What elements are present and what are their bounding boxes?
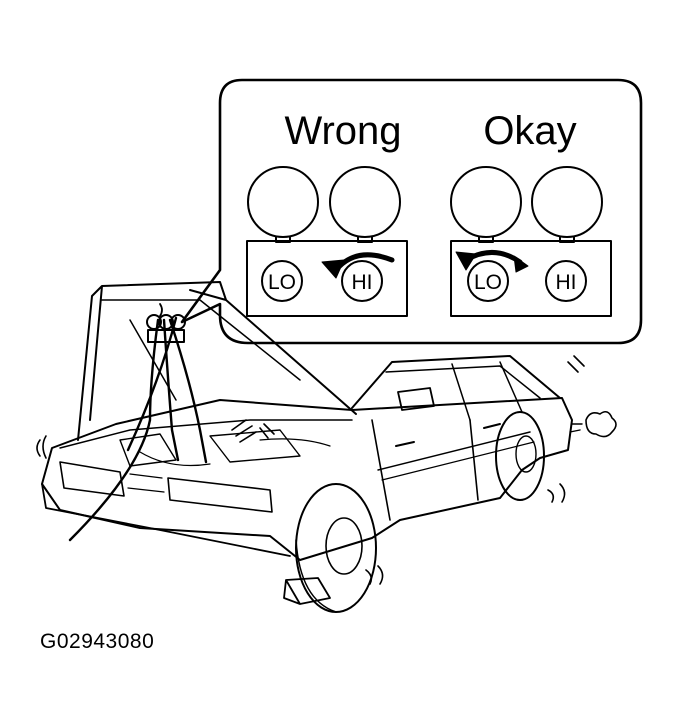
- wheel-chock: [283, 577, 331, 605]
- car-illustration: [36, 281, 617, 613]
- vibration-marks: [36, 355, 585, 585]
- wrong-label: Wrong: [284, 109, 401, 153]
- okay-lo-knob: [467, 260, 509, 302]
- figure-code: G02943080: [40, 630, 154, 653]
- wrong-manifold-panel: [246, 240, 408, 317]
- okay-high-gauge: [531, 166, 603, 238]
- callout-outline: [180, 78, 643, 345]
- wrong-gauge-set: LO HI: [246, 166, 408, 317]
- wrong-rotation-arrow: [333, 252, 395, 273]
- exhaust-puff: [585, 410, 617, 438]
- wrong-low-gauge: [247, 166, 319, 238]
- okay-manifold-panel: [450, 240, 612, 317]
- car-hood: [77, 281, 357, 441]
- car-windshield: [351, 355, 561, 409]
- okay-gauge-set: LO HI: [450, 166, 612, 317]
- okay-low-gauge: [450, 166, 522, 238]
- okay-label: Okay: [483, 109, 576, 153]
- wrong-hi-knob-label: HI: [352, 271, 373, 294]
- wrong-high-gauge: [329, 166, 401, 238]
- wrong-lo-knob-label: LO: [268, 271, 296, 294]
- wrong-lo-knob: [261, 260, 303, 302]
- callout-bubble: Wrong Okay LO HI LO HI: [180, 78, 643, 345]
- okay-hi-knob-label: HI: [556, 271, 577, 294]
- gauge-hoses: [68, 316, 208, 542]
- wrong-hi-knob: [341, 260, 383, 302]
- rear-wheel: [495, 411, 545, 501]
- car-body: [41, 397, 573, 561]
- okay-lo-knob-label: LO: [474, 271, 502, 294]
- okay-hi-knob: [545, 260, 587, 302]
